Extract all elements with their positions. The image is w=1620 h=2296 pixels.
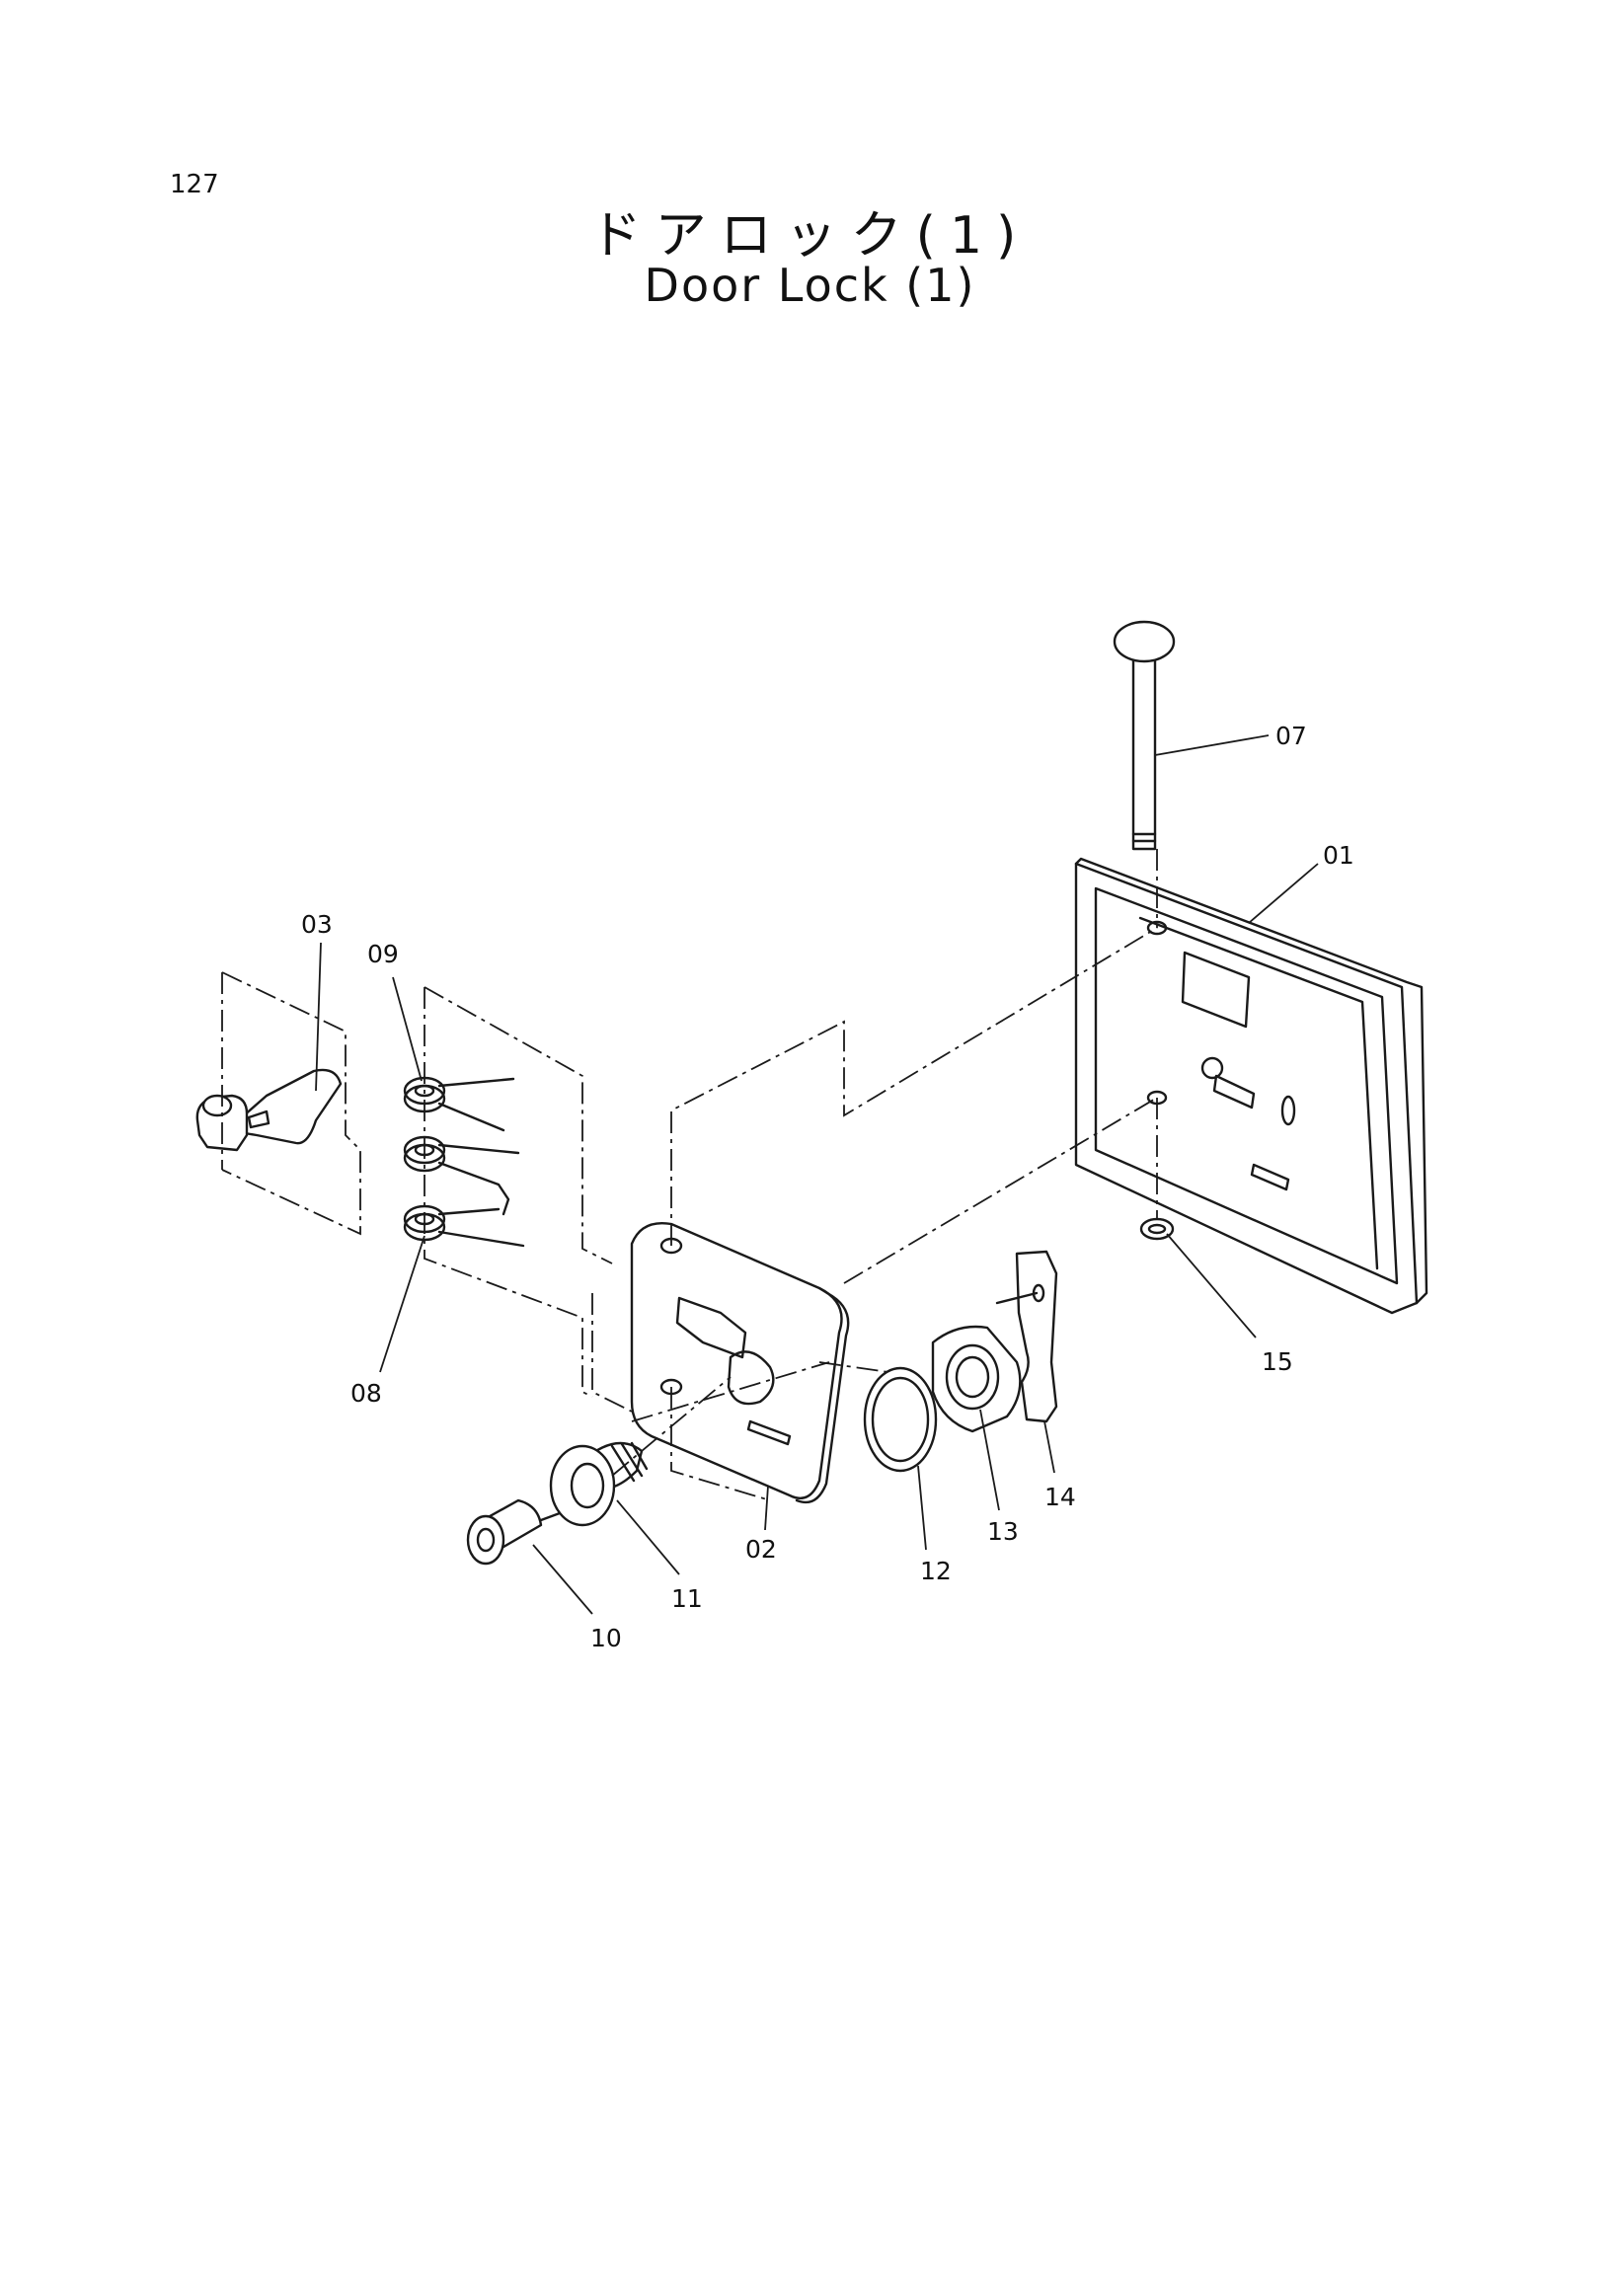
callout-02: 02 [745,1535,777,1564]
title-japanese: ドアロック(1) [589,206,1031,266]
callout-leaders [315,734,1319,1615]
part-09-spring-second [403,1135,520,1216]
part-03-lever [195,1068,343,1152]
page-number: 127 [170,170,219,199]
part-07-pin [1113,620,1176,851]
part-02-lock-case [630,1222,850,1504]
callout-11: 11 [671,1584,703,1613]
part-12-washer [863,1366,938,1473]
callout-12: 12 [920,1557,952,1585]
part-14-cam [995,1250,1058,1423]
part-01-housing [1074,857,1428,1315]
callout-07: 07 [1275,722,1307,750]
callout-14: 14 [1044,1483,1076,1511]
part-10-key-cylinder [466,1498,570,1566]
callout-10: 10 [590,1624,622,1652]
part-13-nut [931,1325,1022,1433]
callout-labels: 07 01 03 09 08 02 10 11 12 13 14 15 [301,722,1354,1652]
callout-09: 09 [367,940,399,968]
callout-15: 15 [1262,1347,1293,1376]
assembly-guide-lines [221,849,1158,1501]
title-english: Door Lock (1) [644,259,976,312]
part-11-bushing [549,1441,649,1527]
part-09-spring [403,1076,515,1132]
callout-01: 01 [1323,841,1354,870]
callout-08: 08 [350,1379,382,1408]
callout-03: 03 [301,910,333,939]
callout-13: 13 [987,1517,1019,1546]
